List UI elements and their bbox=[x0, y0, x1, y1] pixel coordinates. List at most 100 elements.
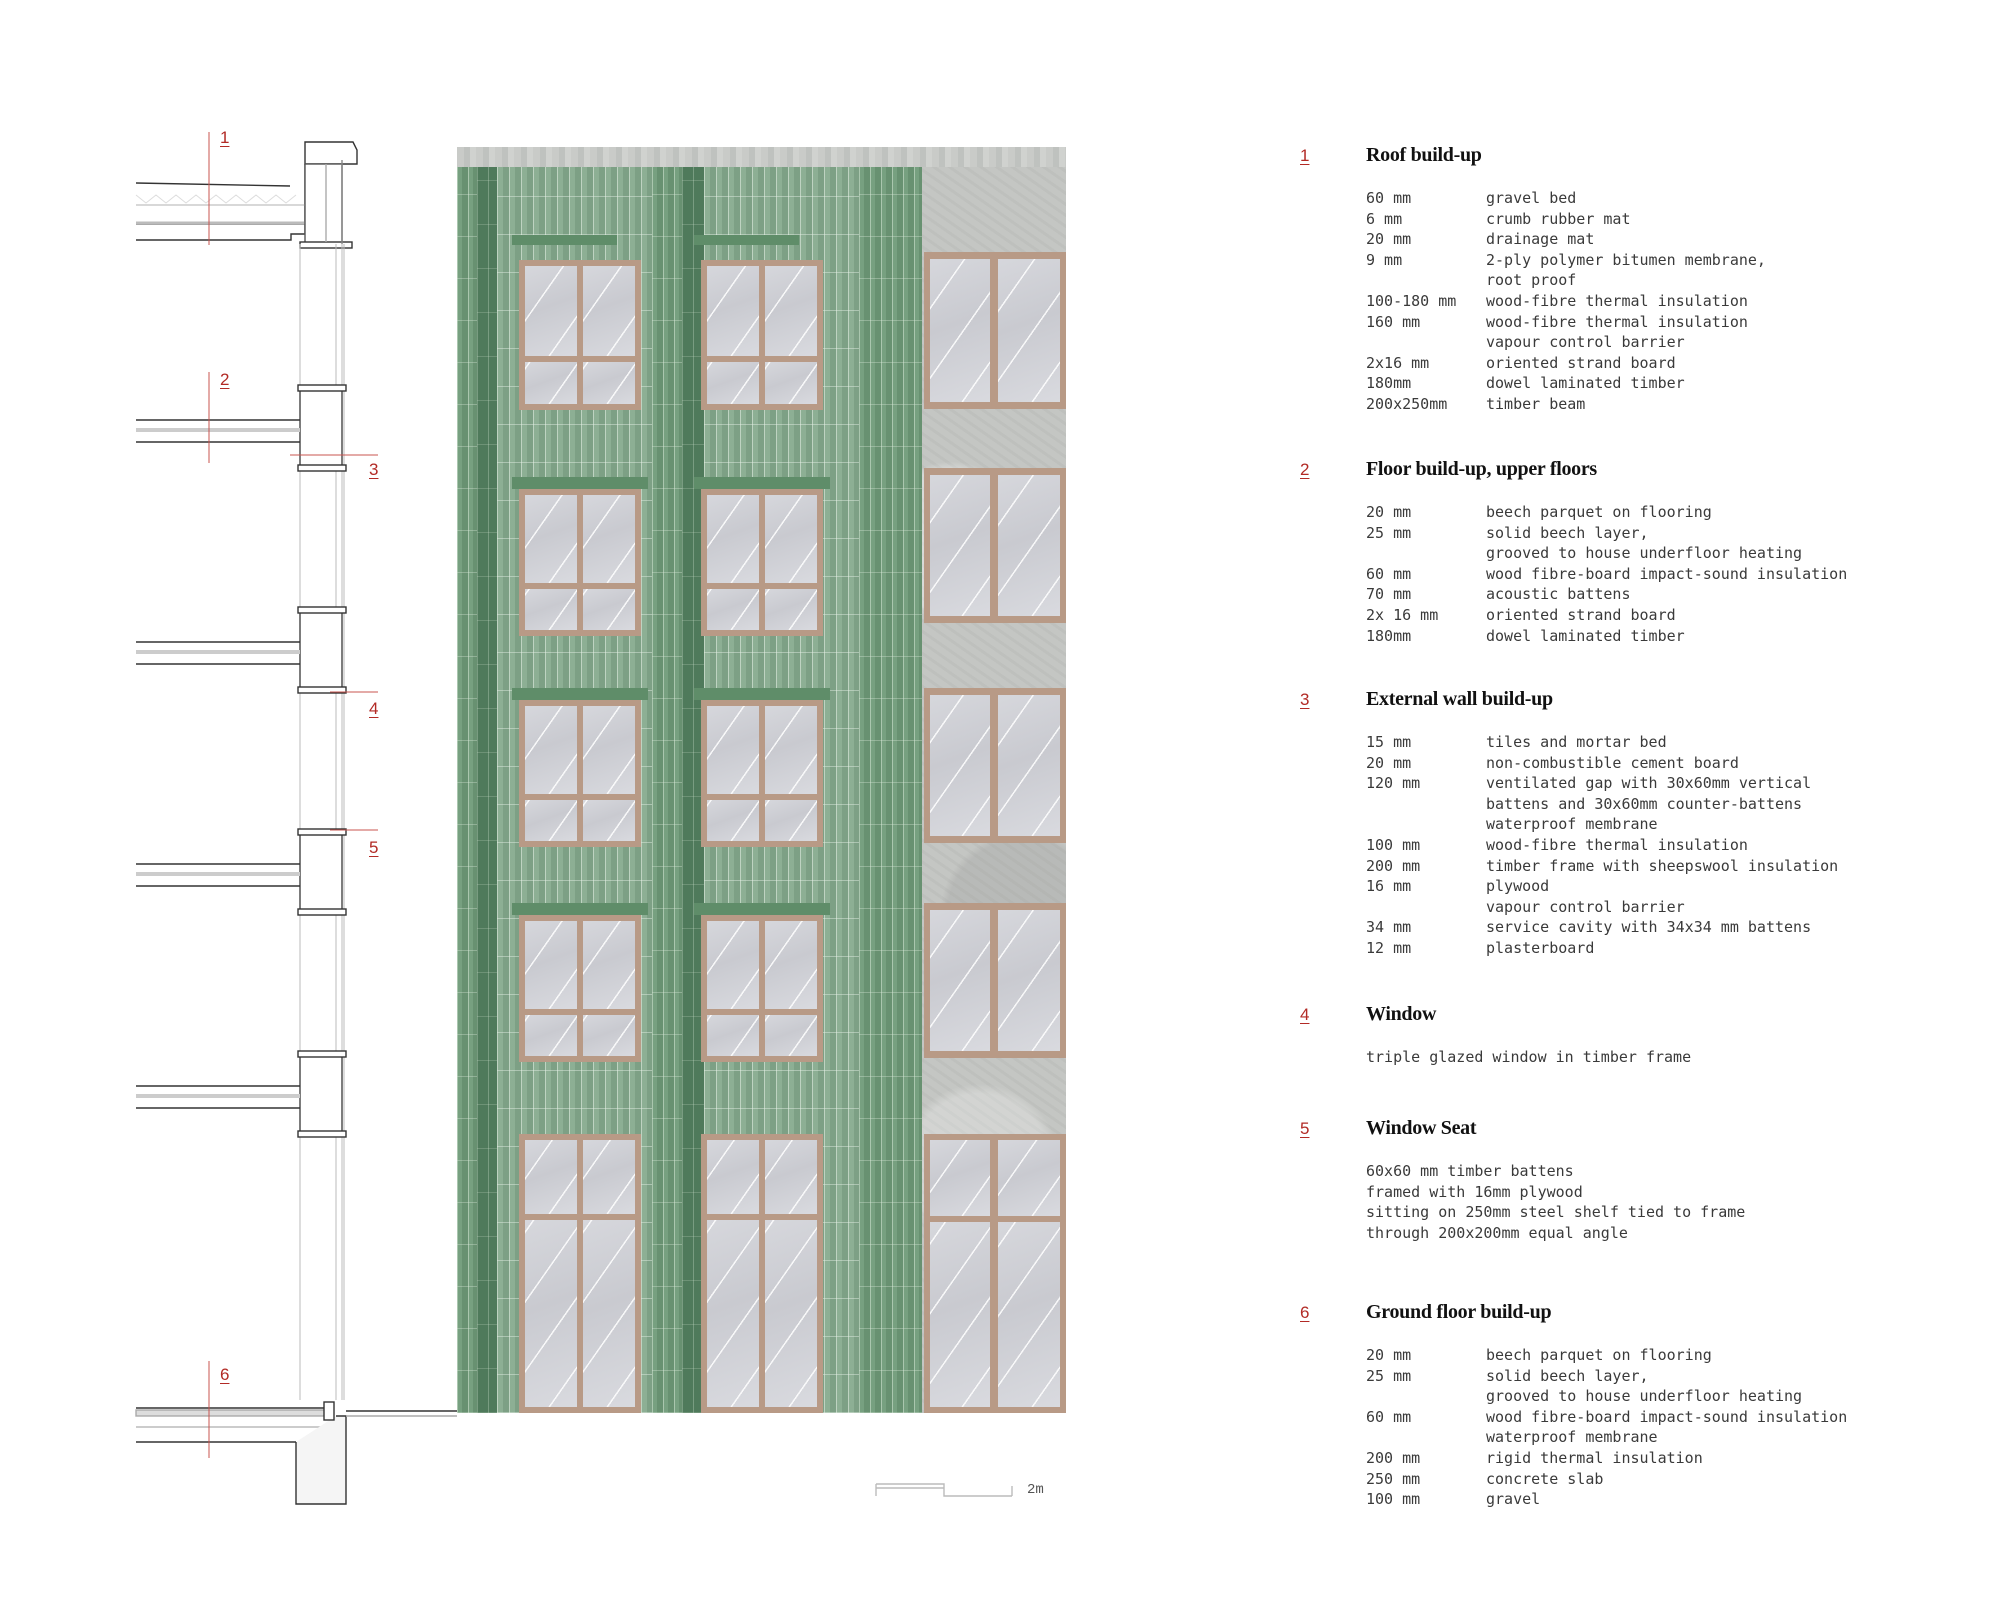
layer-thickness: 70 mm bbox=[1366, 585, 1412, 604]
layer-thickness: 20 mm bbox=[1366, 1346, 1412, 1364]
layer-description: solid beech layer, bbox=[1486, 1366, 1649, 1385]
spec-number: 3 bbox=[1300, 690, 1310, 709]
layer-thickness: 100 mm bbox=[1366, 835, 1421, 854]
layer-description: crumb rubber mat bbox=[1486, 209, 1631, 228]
pilaster-left-face bbox=[457, 167, 477, 1413]
layer-description: tiles and mortar bed bbox=[1486, 733, 1667, 751]
layer-description: ventilated gap with 30x60mm vertical bbox=[1486, 774, 1812, 793]
spec-row: 180mm dowel laminated timber bbox=[1366, 626, 1847, 647]
layer-thickness: 25 mm bbox=[1366, 1366, 1412, 1385]
layer-thickness bbox=[1366, 814, 1486, 835]
spec-row: 6 mm crumb rubber mat bbox=[1366, 209, 1766, 230]
section-marker-4: 4 bbox=[369, 699, 379, 718]
window-bay2-f3 bbox=[701, 489, 823, 636]
layer-description: wood-fibre thermal insulation bbox=[1486, 835, 1748, 854]
section-marker-1: 1 bbox=[220, 128, 230, 147]
section-marker-5: 5 bbox=[369, 838, 379, 857]
roof-coping bbox=[457, 147, 1066, 167]
layer-thickness: 180mm bbox=[1366, 626, 1412, 645]
layer-description: gravel bbox=[1486, 1490, 1541, 1509]
layer-description: grooved to house underfloor heating bbox=[1486, 1387, 1803, 1406]
layer-thickness: 2x16 mm bbox=[1366, 353, 1430, 372]
layer-description: service cavity with 34x34 mm battens bbox=[1486, 918, 1812, 937]
spec-layer-list: 20 mm beech parquet on flooring 25 mm soli… bbox=[1366, 1345, 1847, 1510]
layer-description: drainage mat bbox=[1486, 230, 1595, 249]
scale-bar-label: 2m bbox=[1027, 1482, 1044, 1498]
lintel bbox=[694, 235, 799, 245]
spec-row: 200 mm timber frame with sheepswool insul… bbox=[1366, 856, 1838, 877]
layer-thickness bbox=[1366, 794, 1486, 815]
lintel bbox=[512, 903, 648, 915]
layer-description: beech parquet on flooring bbox=[1486, 503, 1712, 521]
window-bay1-f4 bbox=[519, 260, 641, 410]
lintel bbox=[512, 477, 648, 489]
spec-row: 25 mm solid beech layer, bbox=[1366, 1366, 1847, 1387]
window-concrete-f1 bbox=[924, 903, 1066, 1058]
layer-thickness: 15 mm bbox=[1366, 733, 1412, 751]
spec-line: 60x60 mm timber battens bbox=[1366, 1162, 1574, 1180]
pilaster-left-shadow bbox=[477, 167, 497, 1413]
window-bay2-f4 bbox=[701, 260, 823, 410]
spec-text: 60x60 mm timber battens framed with 16mm… bbox=[1366, 1161, 1745, 1243]
lintel bbox=[694, 477, 830, 489]
layer-description: beech parquet on flooring bbox=[1486, 1346, 1712, 1364]
spec-row: 15 mm tiles and mortar bed bbox=[1366, 732, 1838, 753]
layer-thickness: 250 mm bbox=[1366, 1469, 1421, 1488]
lintel bbox=[694, 688, 830, 700]
layer-description: grooved to house underfloor heating bbox=[1486, 544, 1803, 563]
layer-description: vapour control barrier bbox=[1486, 333, 1685, 352]
layer-thickness bbox=[1366, 1386, 1486, 1407]
layer-thickness: 2x 16 mm bbox=[1366, 605, 1439, 624]
layer-thickness: 20 mm bbox=[1366, 753, 1412, 772]
layer-thickness: 60 mm bbox=[1366, 1407, 1412, 1426]
section-linework bbox=[135, 132, 457, 1505]
layer-description: concrete slab bbox=[1486, 1469, 1604, 1488]
layer-description: dowel laminated timber bbox=[1486, 626, 1685, 645]
spec-row: 34 mm service cavity with 34x34 mm batten… bbox=[1366, 917, 1838, 938]
window-concrete-ground bbox=[924, 1134, 1066, 1413]
layer-description: battens and 30x60mm counter-battens bbox=[1486, 794, 1803, 813]
lintel bbox=[694, 903, 830, 915]
window-concrete-f4 bbox=[924, 252, 1066, 409]
layer-thickness bbox=[1366, 1427, 1486, 1448]
layer-thickness bbox=[1366, 332, 1486, 353]
layer-description: wood-fibre thermal insulation bbox=[1486, 291, 1748, 310]
layer-description: vapour control barrier bbox=[1486, 897, 1685, 916]
window-bay2-f2 bbox=[701, 700, 823, 847]
layer-description: plasterboard bbox=[1486, 938, 1595, 957]
layer-thickness: 160 mm bbox=[1366, 312, 1421, 331]
lintel bbox=[512, 235, 617, 245]
layer-description: waterproof membrane bbox=[1486, 1428, 1658, 1447]
spec-row: waterproof membrane bbox=[1366, 1427, 1847, 1448]
layer-thickness: 6 mm bbox=[1366, 209, 1403, 228]
layer-description: plywood bbox=[1486, 877, 1550, 896]
pilaster-3 bbox=[859, 167, 922, 1413]
window-bay1-f1 bbox=[519, 915, 641, 1062]
spec-title: Floor build-up, upper floors bbox=[1366, 458, 1597, 480]
layer-description: timber frame with sheepswool insulation bbox=[1486, 856, 1839, 875]
window-bay2-ground bbox=[701, 1134, 823, 1413]
layer-thickness: 200 mm bbox=[1366, 856, 1421, 875]
layer-description: solid beech layer, bbox=[1486, 523, 1649, 542]
spec-row: 20 mm beech parquet on flooring bbox=[1366, 1345, 1847, 1366]
spec-number: 5 bbox=[1300, 1119, 1310, 1138]
spec-row: 2x16 mm oriented strand board bbox=[1366, 353, 1766, 374]
spec-line: sitting on 250mm steel shelf tied to fra… bbox=[1366, 1203, 1746, 1222]
layer-thickness: 34 mm bbox=[1366, 918, 1412, 937]
layer-description: oriented strand board bbox=[1486, 353, 1676, 372]
spec-title: Window Seat bbox=[1366, 1117, 1477, 1139]
window-bay1-f3 bbox=[519, 489, 641, 636]
spec-line: framed with 16mm plywood bbox=[1366, 1182, 1583, 1201]
